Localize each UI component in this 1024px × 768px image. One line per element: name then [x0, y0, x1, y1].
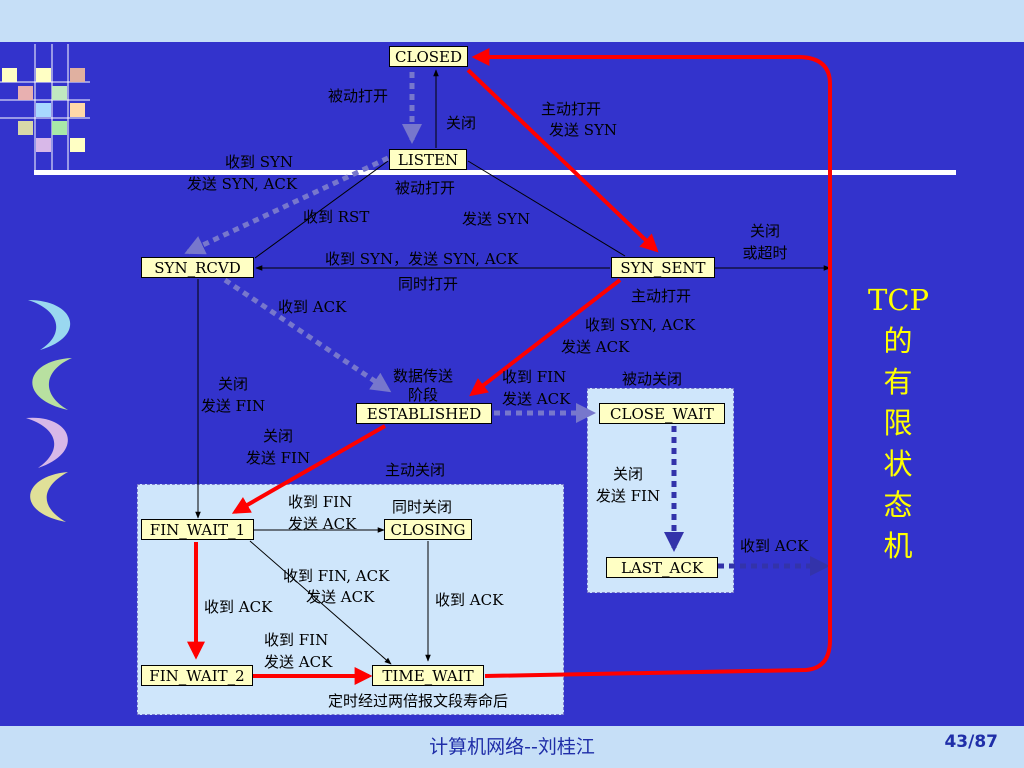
crescent-decoration [26, 300, 72, 522]
state-syn-rcvd: SYN_RCVD [141, 257, 254, 278]
side-title-line: 限 [883, 406, 913, 440]
label-close-sendfin-right-2: 发送 FIN [595, 487, 661, 505]
label-close-or-timeout-2: 或超时 [742, 244, 788, 262]
label-fw2-recv-fin-1: 收到 FIN [264, 631, 329, 649]
side-title-line: 状 [883, 447, 913, 481]
corner-grid-decoration [0, 44, 90, 170]
label-passive-open: 被动打开 [328, 87, 389, 105]
page-number: 43/87 [944, 732, 998, 752]
label-passive-close: 被动关闭 [622, 370, 683, 388]
label-recv-rst: 收到 RST [303, 208, 370, 226]
label-close-sendfin-left-2: 发送 FIN [200, 397, 266, 415]
label-fw1-recv-ack: 收到 ACK [204, 598, 273, 616]
label-recv-ack: 收到 ACK [278, 298, 347, 316]
label-close: 关闭 [446, 114, 477, 132]
label-close-or-timeout-1: 关闭 [749, 222, 780, 240]
label-recv-fin-2: 发送 ACK [502, 390, 571, 408]
state-listen: LISTEN [389, 149, 467, 170]
label-recv-finack-1: 收到 FIN, ACK [283, 567, 390, 585]
label-recv-synack-2: 发送 ACK [561, 338, 630, 356]
label-recv-syn-send-synack: 收到 SYN，发送 SYN, ACK [325, 250, 519, 268]
footer-title: 计算机网络--刘桂江 [429, 736, 595, 758]
label-fw2-recv-fin-2: 发送 ACK [264, 653, 333, 671]
label-recv-finack-2: 发送 ACK [306, 588, 375, 606]
label-close-sendfin-left-1: 关闭 [217, 375, 248, 393]
label-recv-fin-1: 收到 FIN [502, 368, 567, 386]
state-time-wait: TIME_WAIT [372, 665, 484, 686]
state-syn-sent: SYN_SENT [611, 257, 715, 278]
label-close-sendfin-right-1: 关闭 [612, 465, 643, 483]
label-close-sendfin-mid-1: 关闭 [262, 427, 293, 445]
label-send-syn-top: 发送 SYN [548, 121, 618, 139]
state-last-ack: LAST_ACK [606, 557, 718, 578]
label-timer-2msl: 定时经过两倍报文段寿命后 [328, 692, 509, 710]
side-title-line: 态 [883, 488, 913, 522]
side-title-line: TCP [868, 283, 930, 317]
label-data-transfer-2: 阶段 [407, 386, 438, 404]
horizontal-rule [34, 170, 956, 175]
label-fw1-recv-fin-1: 收到 FIN [288, 493, 353, 511]
label-send-syn-ack: 发送 SYN, ACK [186, 175, 298, 193]
side-title-line: 机 [883, 529, 913, 563]
side-title: TCP 的 有 限 状 态 机 [868, 280, 930, 567]
label-active-open: 主动打开 [540, 100, 601, 118]
state-established: ESTABLISHED [356, 403, 492, 424]
label-active-open-right: 主动打开 [631, 287, 692, 305]
label-closing-recv-ack: 收到 ACK [435, 591, 504, 609]
label-lastack-recv-ack: 收到 ACK [740, 537, 809, 555]
label-simultaneous-close: 同时关闭 [392, 498, 453, 516]
label-simultaneous-open: 同时打开 [398, 275, 459, 293]
label-recv-synack-1: 收到 SYN, ACK [585, 316, 696, 334]
top-band [0, 0, 1024, 42]
label-recv-syn: 收到 SYN [224, 153, 294, 171]
label-close-sendfin-mid-2: 发送 FIN [245, 449, 311, 467]
label-send-syn: 发送 SYN [462, 210, 531, 228]
label-active-close: 主动关闭 [385, 461, 446, 479]
side-title-line: 有 [883, 365, 913, 399]
label-passive-open-mid: 被动打开 [395, 179, 456, 197]
label-fw1-recv-fin-2: 发送 ACK [288, 515, 357, 533]
footer-band [0, 726, 1024, 768]
state-fin-wait-1: FIN_WAIT_1 [141, 519, 254, 540]
state-closing: CLOSING [384, 519, 472, 540]
state-close-wait: CLOSE_WAIT [599, 403, 725, 424]
state-closed: CLOSED [389, 46, 468, 67]
side-title-line: 的 [883, 324, 913, 358]
label-data-transfer-1: 数据传送 [392, 367, 453, 385]
state-fin-wait-2: FIN_WAIT_2 [141, 665, 253, 686]
